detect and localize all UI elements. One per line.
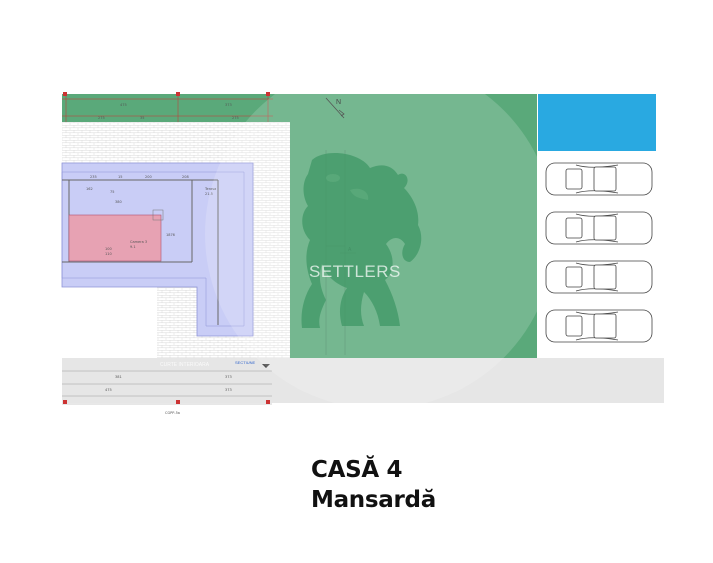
svg-text:N: N [336, 99, 341, 106]
svg-text:275: 275 [232, 116, 239, 120]
floor-subtitle: Mansardă [311, 487, 436, 513]
svg-text:110: 110 [105, 252, 112, 256]
parked-cars [545, 162, 653, 343]
svg-text:1876: 1876 [166, 233, 175, 237]
svg-text:Terasa: Terasa [204, 187, 216, 191]
north-arrow [325, 97, 345, 119]
svg-text:21.5: 21.5 [205, 192, 213, 196]
section-label: SECTIUNE [235, 360, 256, 365]
svg-text:200: 200 [145, 175, 152, 179]
house-title: CASĂ 4 [311, 457, 403, 483]
svg-text:100: 100 [105, 247, 112, 251]
svg-text:373: 373 [225, 103, 232, 107]
svg-text:475: 475 [105, 388, 112, 392]
svg-text:381: 381 [115, 375, 122, 379]
top-dimension-line [62, 92, 273, 122]
svg-text:475: 475 [120, 103, 127, 107]
title-block: CASĂ 4 Mansardă [311, 455, 436, 515]
svg-text:380: 380 [115, 200, 122, 204]
svg-text:373: 373 [225, 375, 232, 379]
svg-text:CGPP-5a: CGPP-5a [165, 411, 180, 415]
svg-text:275: 275 [98, 116, 105, 120]
svg-text:162: 162 [86, 187, 93, 191]
svg-text:75: 75 [110, 190, 114, 194]
svg-text:Camera 3: Camera 3 [130, 240, 147, 244]
watermark-brand: SETTLERS [309, 262, 401, 281]
svg-text:208: 208 [182, 175, 189, 179]
svg-text:15: 15 [118, 175, 122, 179]
room-bedroom [68, 214, 162, 262]
svg-text:35: 35 [140, 116, 144, 120]
svg-text:9.1: 9.1 [130, 245, 136, 249]
svg-text:235: 235 [90, 175, 97, 179]
pool [538, 94, 656, 151]
svg-text:CURTE INTERIOARA: CURTE INTERIOARA [160, 362, 210, 368]
watermark-lion-logo [301, 153, 422, 328]
road [62, 358, 664, 403]
svg-text:373: 373 [225, 388, 232, 392]
